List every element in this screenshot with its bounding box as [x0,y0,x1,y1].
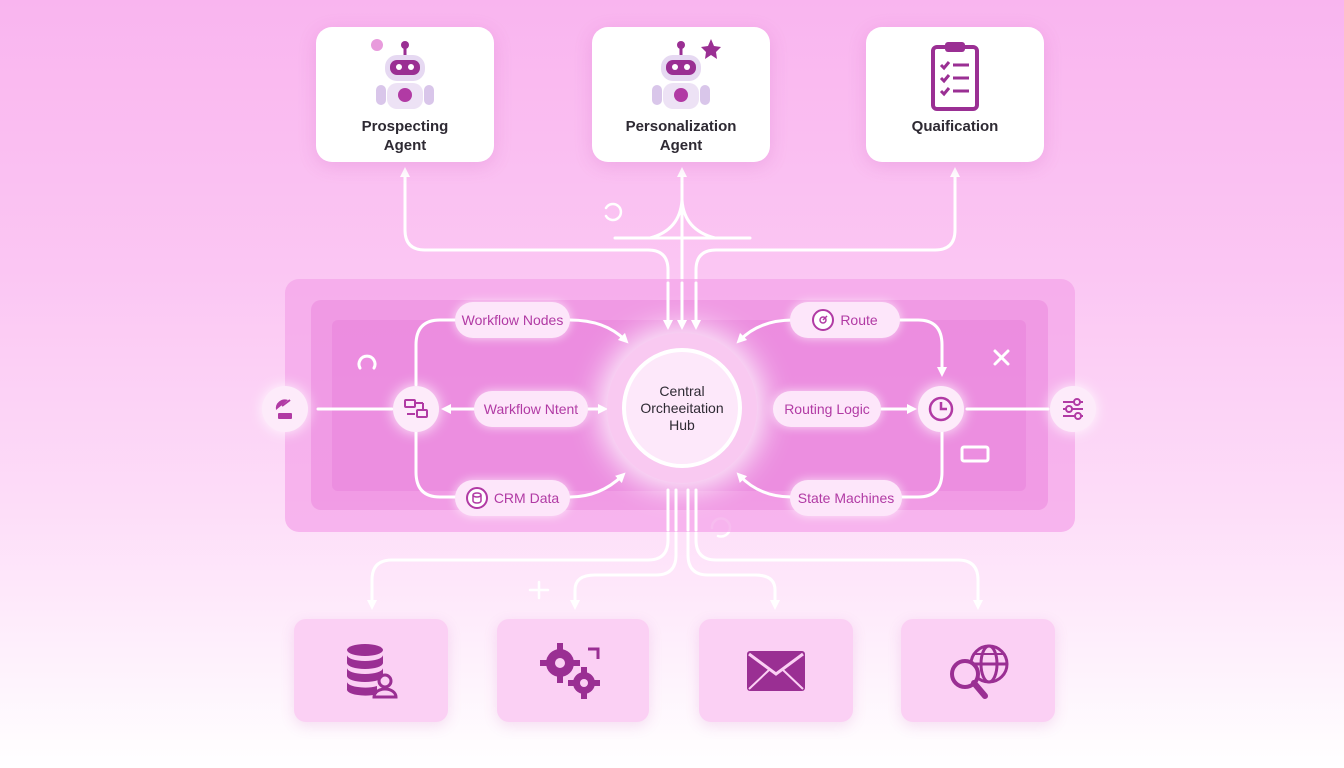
pill-label: Workflow Nodes [461,312,564,328]
workflow-ntent-pill[interactable]: Warkflow Ntent [474,391,588,427]
workflow-diagram-icon [404,399,428,418]
robot-icon [652,39,721,109]
clock-node[interactable] [918,386,964,432]
hub-label: Central Orcheeitation Hub [640,382,724,433]
satellite-dish-icon [275,399,292,419]
settings-sliders-node[interactable] [1050,386,1096,432]
agent-label: Prospecting Agent [361,118,449,154]
gears-icon [540,642,600,699]
database-user-tile[interactable] [294,619,448,722]
satellite-dish-node[interactable] [262,386,308,432]
pill-label: Routing Logic [784,401,870,417]
pill-label: Route [840,312,878,328]
robot-icon [371,39,434,109]
database-user-icon [346,643,398,698]
agent-label: Personalization Agent [625,118,737,154]
routing-logic-pill[interactable]: Routing Logic [773,391,881,427]
sliders-icon [1063,398,1083,420]
clipboard-checklist-icon [931,42,979,111]
email-tile[interactable] [699,619,853,722]
pill-label: State Machines [797,490,895,506]
central-hub[interactable]: Central Orcheeitation Hub [607,333,757,483]
crm-data-pill[interactable]: CRM Data [455,480,570,516]
personalization-agent-card[interactable]: Personalization Agent [592,27,770,162]
database-icon [465,487,488,509]
envelope-icon [747,650,805,691]
clock-icon [928,396,954,422]
gears-tile[interactable] [497,619,649,722]
prospecting-agent-card[interactable]: Prospecting Agent [316,27,494,162]
central-hub-inner: Central Orcheeitation Hub [622,348,742,468]
pill-label: Warkflow Ntent [483,401,579,417]
target-icon [812,309,835,331]
state-machines-pill[interactable]: State Machines [790,480,902,516]
globe-search-icon [950,644,1009,699]
agent-label: Quaification [911,118,999,135]
route-pill[interactable]: Route [790,302,900,338]
qualification-card[interactable]: Quaification [866,27,1044,162]
pill-label: CRM Data [493,490,560,506]
workflow-nodes-pill[interactable]: Workflow Nodes [455,302,570,338]
workflow-node[interactable] [393,386,439,432]
web-search-tile[interactable] [901,619,1055,722]
